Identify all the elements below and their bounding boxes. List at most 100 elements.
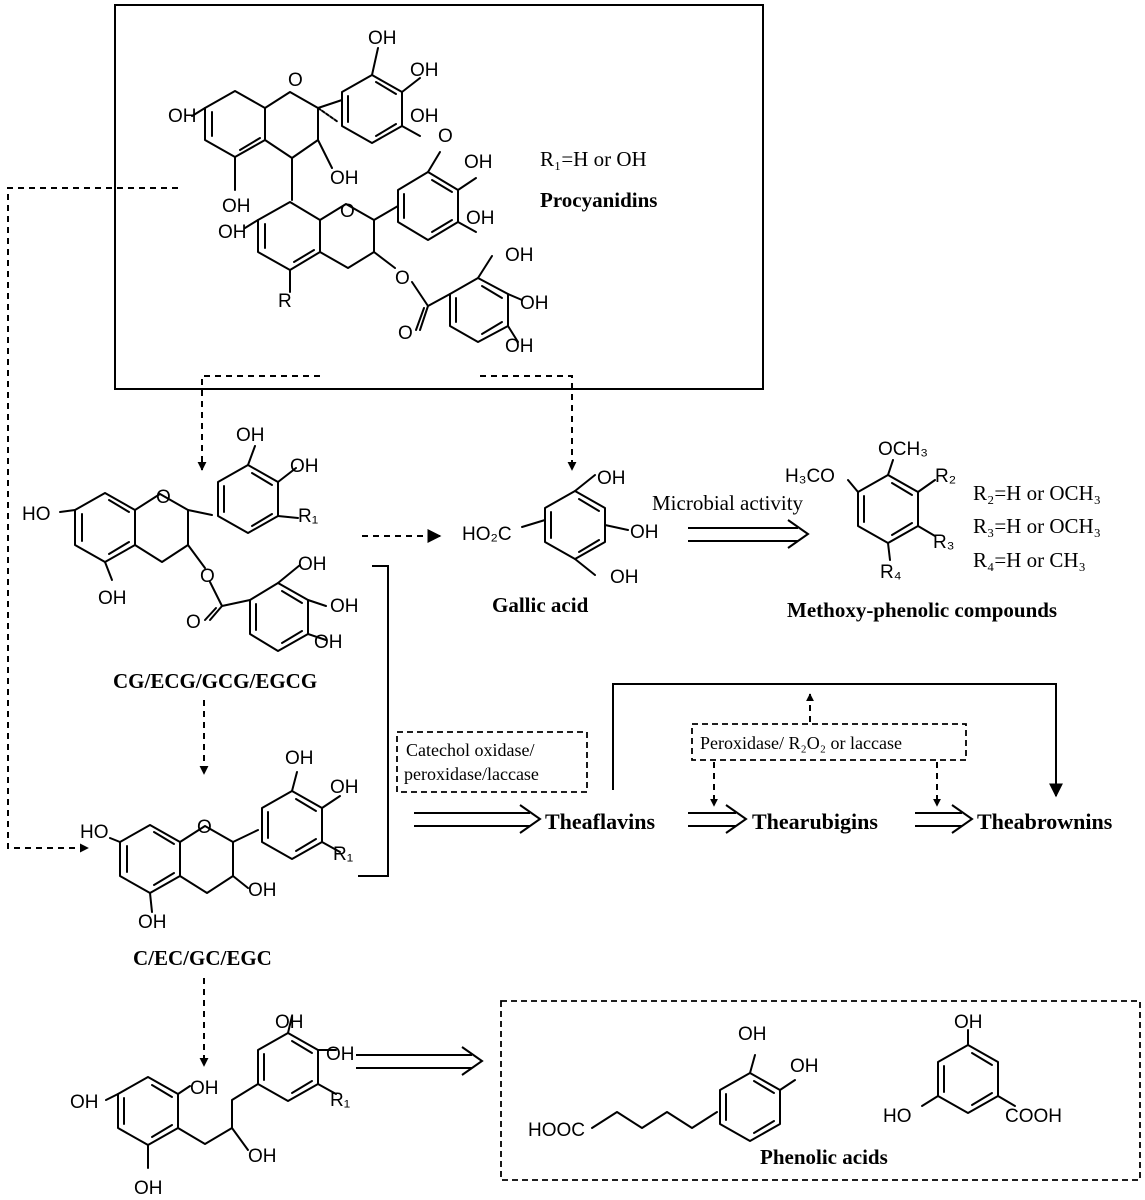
svg-text:OH: OH <box>326 1044 355 1065</box>
double-arrow-to-theaflavins <box>414 804 542 834</box>
svg-text:HO: HO <box>883 1106 912 1127</box>
svg-text:R₃: R₃ <box>933 532 954 553</box>
theaflavins-label: Theaflavins <box>545 809 655 834</box>
svg-text:OH: OH <box>275 1012 304 1033</box>
svg-text:HO: HO <box>22 504 51 525</box>
svg-text:OH: OH <box>368 28 397 49</box>
phenolic-acid-1-structure <box>591 1054 796 1142</box>
gallic-acid-labels: HO₂C OH OH OH Gallic acid <box>462 468 659 617</box>
arrow-procyanidins-to-gallic <box>480 375 577 471</box>
svg-text:COOH: COOH <box>1005 1106 1062 1127</box>
svg-text:R₄=H or CH₃: R₄=H or CH₃ <box>973 548 1086 572</box>
catechin-gallates-labels: OH OH HO OH R₁ OH OH OH O O O CG/ECG/GCG… <box>22 425 359 693</box>
svg-text:OH: OH <box>330 777 359 798</box>
svg-text:R₂=H or OCH₃: R₂=H or OCH₃ <box>973 481 1101 505</box>
svg-text:O: O <box>438 126 453 147</box>
svg-text:OH: OH <box>70 1092 99 1113</box>
methoxy-structure <box>847 459 936 561</box>
svg-text:HO₂C: HO₂C <box>462 524 512 545</box>
catechin-gallates-name: CG/ECG/GCG/EGCG <box>113 669 317 693</box>
svg-text:OH: OH <box>248 1146 277 1167</box>
svg-text:OH: OH <box>236 425 265 446</box>
svg-text:OH: OH <box>298 554 327 575</box>
catechin-gallates-structure <box>59 445 327 652</box>
thearubigins-label: Thearubigins <box>752 809 878 834</box>
microbial-activity-label: Microbial activity <box>652 491 804 515</box>
svg-text:OH: OH <box>954 1012 983 1033</box>
gallic-acid-name: Gallic acid <box>492 593 589 617</box>
phenolic-acid-2-structure <box>921 1029 1016 1114</box>
svg-text:O: O <box>186 612 201 633</box>
svg-text:OH: OH <box>466 208 495 229</box>
svg-text:OH: OH <box>505 245 534 266</box>
theabrownins-label: Theabrownins <box>977 809 1113 834</box>
svg-text:OH: OH <box>597 468 626 489</box>
catechins-labels: OH OH OH HO OH R₁ O C/EC/GC/EGC <box>80 748 359 970</box>
svg-text:OH: OH <box>98 588 127 609</box>
double-arrow-to-phenolic-acids <box>356 1046 484 1076</box>
methoxy-name: Methoxy-phenolic compounds <box>787 598 1057 622</box>
svg-text:R: R <box>278 291 292 312</box>
svg-text:OH: OH <box>610 567 639 588</box>
svg-text:R₁: R₁ <box>298 506 318 527</box>
svg-text:OH: OH <box>222 196 251 217</box>
double-arrow-microbial <box>688 519 810 549</box>
phenolic-acid-2-labels: OH HO COOH <box>883 1012 1062 1127</box>
methoxy-labels: OCH₃ H₃CO R₂ R₃ R₄ R₂=H or OCH₃ R₃=H or … <box>785 439 1101 622</box>
svg-text:HO: HO <box>80 822 109 843</box>
arrow-theaflavins-to-theabrownins <box>612 683 1063 798</box>
svg-text:R₄: R₄ <box>880 562 902 583</box>
svg-text:OH: OH <box>138 912 167 933</box>
arrow-procyanidins-to-catechins <box>7 187 178 853</box>
svg-text:OH: OH <box>738 1024 767 1045</box>
svg-text:OH: OH <box>248 880 277 901</box>
svg-text:OH: OH <box>505 336 534 357</box>
svg-text:R₂: R₂ <box>935 466 956 487</box>
svg-text:peroxidase/laccase: peroxidase/laccase <box>404 764 539 784</box>
procyanidins-box <box>114 4 764 390</box>
svg-text:OH: OH <box>290 456 319 477</box>
svg-text:OH: OH <box>314 632 343 653</box>
svg-text:OCH₃: OCH₃ <box>878 439 928 460</box>
arrow-procyanidins-to-gallates <box>197 375 320 471</box>
svg-text:OH: OH <box>464 152 493 173</box>
svg-text:O: O <box>156 487 171 508</box>
diphenylpropanol-structure <box>105 1015 337 1169</box>
svg-text:O: O <box>398 323 413 344</box>
svg-text:R₃=H or OCH₃: R₃=H or OCH₃ <box>973 514 1101 538</box>
svg-text:Catechol oxidase/: Catechol oxidase/ <box>406 740 534 760</box>
svg-text:OH: OH <box>218 222 247 243</box>
svg-text:R₁: R₁ <box>330 1090 350 1111</box>
peroxidase-box <box>691 723 967 761</box>
procyanidins-structure <box>191 47 523 343</box>
double-arrow-to-theabrownins <box>915 804 974 834</box>
svg-text:R₁: R₁ <box>333 844 353 865</box>
svg-text:OH: OH <box>330 168 359 189</box>
svg-text:OH: OH <box>520 293 549 314</box>
svg-text:OH: OH <box>190 1078 219 1099</box>
svg-text:O: O <box>197 817 212 838</box>
phenolic-acid-1-labels: HOOC OH OH <box>528 1024 819 1141</box>
catechins-name: C/EC/GC/EGC <box>133 946 272 970</box>
svg-text:OH: OH <box>330 596 359 617</box>
svg-text:OH: OH <box>168 106 197 127</box>
procyanidins-r-note: R₁=H or OH <box>540 147 647 171</box>
svg-text:OH: OH <box>285 748 314 769</box>
catechins-structure <box>109 771 341 913</box>
svg-text:OH: OH <box>630 522 659 543</box>
svg-text:Peroxidase/ R₂O₂ or laccase: Peroxidase/ R₂O₂ or laccase <box>700 733 902 753</box>
phenolic-acids-name: Phenolic acids <box>760 1145 888 1169</box>
catechol-oxidase-box <box>396 731 588 793</box>
procyanidins-name: Procyanidins <box>540 188 657 212</box>
svg-text:HOOC: HOOC <box>528 1120 585 1141</box>
svg-text:O: O <box>340 201 355 222</box>
svg-text:OH: OH <box>134 1178 163 1199</box>
svg-text:O: O <box>200 566 215 587</box>
procyanidins-labels: OH OH OH OH OH OH OH OH OH OH OH OH R O … <box>168 28 657 357</box>
svg-text:OH: OH <box>410 106 439 127</box>
gallic-acid-structure <box>521 474 629 576</box>
svg-text:OH: OH <box>790 1056 819 1077</box>
svg-text:O: O <box>288 70 303 91</box>
svg-text:H₃CO: H₃CO <box>785 466 835 487</box>
